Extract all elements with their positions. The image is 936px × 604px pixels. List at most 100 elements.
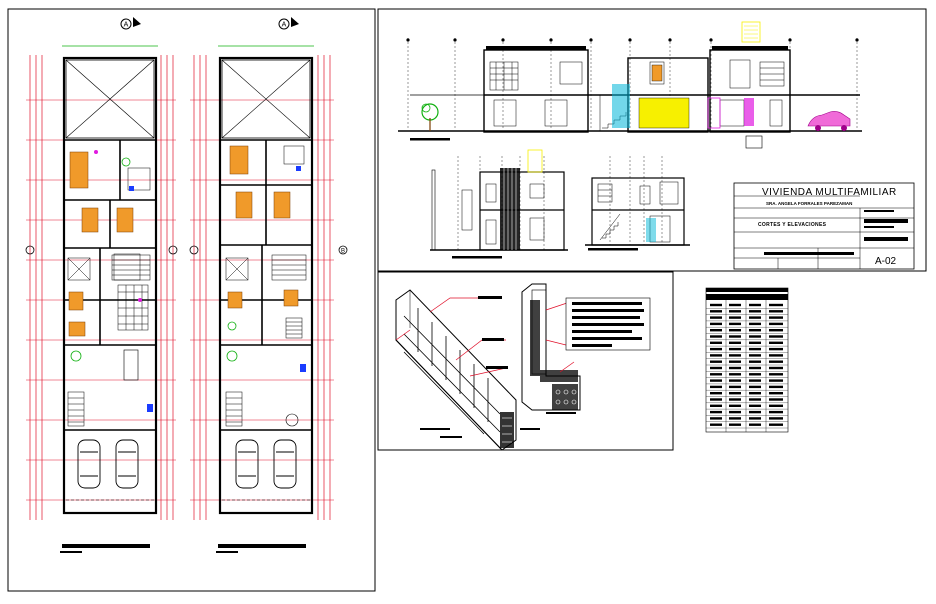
schedule-cell (769, 417, 783, 420)
frame-sections (377, 8, 927, 272)
longitudinal-section (398, 21, 862, 149)
schedule-cell (769, 410, 783, 414)
schedule-cell (710, 373, 722, 376)
tree-symbol (421, 103, 439, 131)
schedule-cell (769, 379, 783, 382)
schedule-cell (769, 310, 783, 313)
car-symbol (807, 111, 851, 131)
schedule-cell (710, 316, 722, 319)
schedule-cell (729, 392, 741, 395)
schedule-cell (729, 347, 741, 351)
floor-plan-second: A B (189, 17, 348, 553)
frame-plans (7, 8, 376, 592)
schedule-cell (710, 329, 722, 332)
schedule-cell (749, 303, 761, 307)
schedule-cell (729, 316, 741, 319)
schedule-cell (749, 329, 761, 332)
schedule-cell (749, 341, 761, 344)
schedule-cell (749, 417, 761, 420)
schedule-cell (749, 310, 761, 313)
side-marker-letter: B (341, 249, 345, 255)
schedule-cell (749, 379, 761, 382)
schedule-cell (749, 392, 761, 395)
schedule-cell (749, 410, 761, 414)
schedule-cell (710, 417, 722, 420)
schedule-cell (769, 341, 783, 344)
schedule-cell (710, 335, 722, 338)
schedule-cell (729, 423, 741, 426)
schedule-cell (729, 417, 741, 420)
schedule-cell (710, 322, 722, 326)
schedule-cell (749, 373, 761, 376)
schedule-cell (710, 423, 722, 426)
schedule-cell (749, 404, 761, 407)
schedule-cell (729, 360, 741, 363)
schedule-cell (729, 373, 741, 376)
schedule-cell (769, 322, 783, 326)
schedule-cell (769, 385, 783, 389)
schedule-cell (710, 347, 722, 351)
schedule-cell (749, 423, 761, 426)
schedule-cell (710, 360, 722, 363)
north-marker-left-letter: A (124, 22, 129, 29)
cross-section-a (430, 149, 568, 259)
schedule-cell (710, 310, 722, 313)
schedule-rows (706, 303, 788, 429)
schedule-cell (729, 329, 741, 332)
schedule-cell (769, 347, 783, 351)
schedule-cell (749, 366, 761, 370)
frame-details (377, 271, 674, 451)
schedule-cell (749, 385, 761, 389)
schedule-cell (729, 303, 741, 307)
schedule-cell (769, 392, 783, 395)
project-name: VIVIENDA MULTIFAMILIAR (762, 187, 897, 198)
schedule-cell (729, 385, 741, 389)
schedule-cell (749, 322, 761, 326)
schedule-cell (769, 404, 783, 407)
sheet-code: A-02 (875, 256, 897, 267)
schedule-cell (769, 335, 783, 338)
schedule-cell (729, 310, 741, 313)
schedule-cell (769, 373, 783, 376)
north-marker-right-letter: A (282, 22, 287, 29)
schedule-cell (710, 379, 722, 382)
schedule-cell (710, 303, 722, 307)
schedule-cell (769, 303, 783, 307)
schedule-cell (749, 354, 761, 357)
schedule-cell (710, 404, 722, 407)
schedule-cell (729, 379, 741, 382)
schedule-cell (729, 341, 741, 344)
wall-detail-isometric (395, 289, 540, 451)
schedule-cell (769, 423, 783, 426)
schedule-cell (769, 354, 783, 357)
opening-schedule-table (705, 287, 789, 433)
schedule-cell (729, 404, 741, 407)
corner-detail (521, 283, 651, 414)
schedule-cell (769, 316, 783, 319)
sheet-title: CORTES Y ELEVACIONES (758, 222, 827, 228)
schedule-cell (729, 335, 741, 338)
schedule-cell (729, 398, 741, 401)
schedule-cell (769, 366, 783, 370)
north-marker-right (278, 18, 290, 30)
schedule-cell (729, 354, 741, 357)
schedule-cell (769, 360, 783, 363)
schedule-cell (710, 410, 722, 414)
schedule-cell (769, 398, 783, 401)
schedule-cell (710, 392, 722, 395)
title-block (733, 182, 915, 270)
schedule-cell (729, 366, 741, 370)
schedule-cell (710, 366, 722, 370)
schedule-cell (729, 322, 741, 326)
floor-plan-first: A (25, 17, 178, 553)
schedule-cell (749, 335, 761, 338)
schedule-cell (729, 410, 741, 414)
schedule-cell (710, 398, 722, 401)
schedule-cell (749, 316, 761, 319)
schedule-cell (749, 360, 761, 363)
schedule-cell (749, 347, 761, 351)
schedule-cell (749, 398, 761, 401)
north-marker-left (120, 18, 132, 30)
cross-section-b (585, 156, 690, 251)
